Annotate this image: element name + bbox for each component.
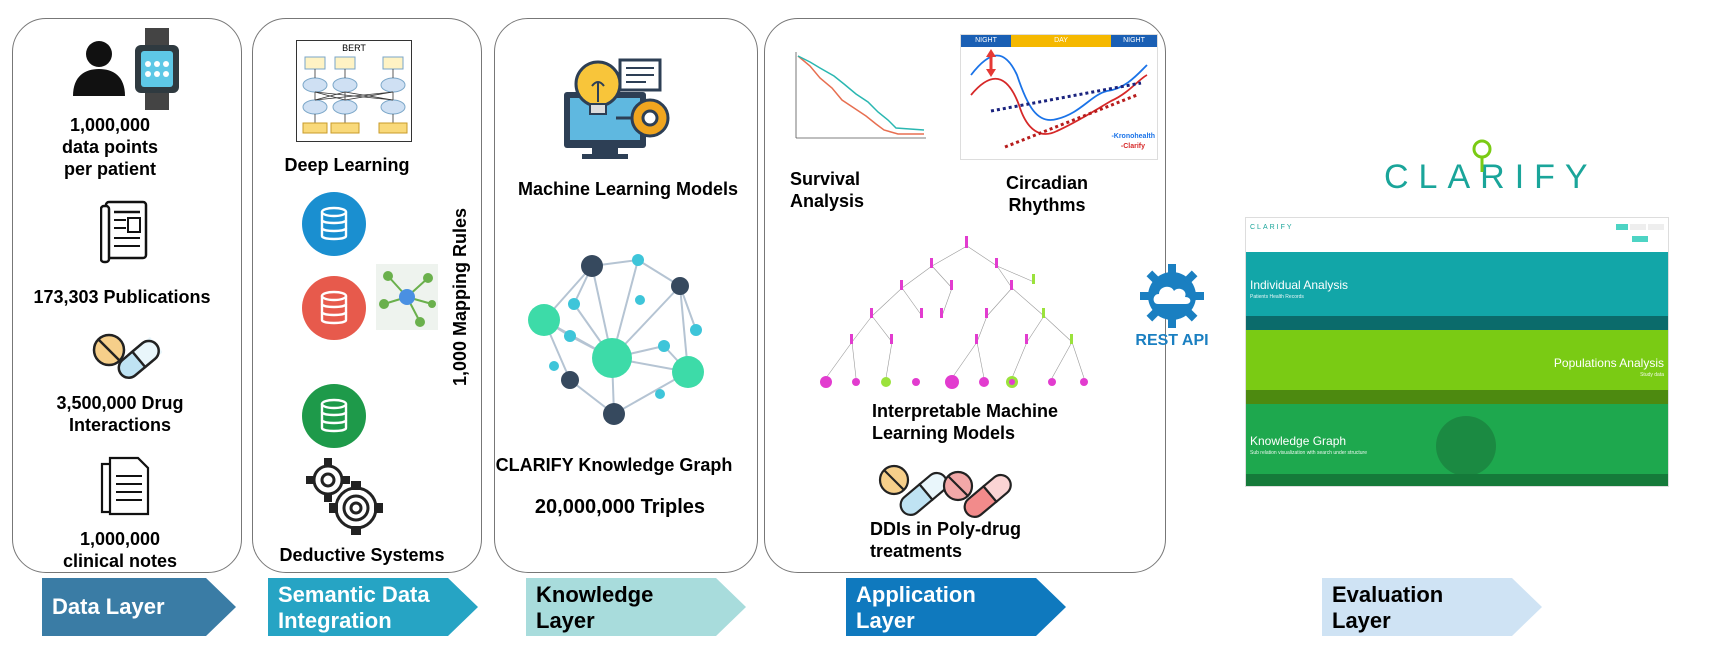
circadian-chart: NIGHT DAY NIGHT -Kronohealth -Clarify: [960, 34, 1158, 160]
individual-analysis-sub: Patients Health Records: [1250, 294, 1304, 300]
ml-models-text: Machine Learning Models: [517, 179, 739, 199]
populations-analysis-sub: Study data: [1640, 372, 1664, 378]
knowledge-graph-icon: [528, 254, 704, 425]
knowledge-graph-title: Knowledge Graph: [1250, 434, 1347, 448]
legend-kronohealth: -Kronohealth: [1111, 133, 1155, 140]
survival-chart: [780, 42, 930, 154]
knowledge-graph-band: Knowledge Graph Sub relation visualizati…: [1246, 404, 1668, 486]
circadian-rhythms-text: Circadian Rhythms: [1006, 173, 1089, 215]
bert-title: BERT: [342, 43, 366, 53]
day-band: DAY: [1011, 35, 1111, 47]
triples-text: 20,000,000 Triples: [534, 496, 706, 518]
legend-clarify: -Clarify: [1120, 143, 1145, 150]
populations-analysis-title: Populations Analysis: [1553, 356, 1664, 370]
decision-tree-chart: [820, 236, 1088, 389]
poly-drug-pills-icon: [878, 464, 1012, 518]
clarify-logo-lens-icon: [1472, 139, 1492, 172]
publications-text: 173,303 Publications: [33, 287, 211, 307]
night-left-band: NIGHT: [961, 35, 1011, 47]
screen-logo: CLARIFY: [1250, 224, 1294, 231]
individual-analysis-title: Individual Analysis: [1250, 278, 1349, 292]
database-blue-icon: [302, 192, 366, 256]
kg-title-text: CLARIFY Knowledge Graph: [495, 455, 733, 475]
survival-analysis-text: Survival Analysis: [790, 169, 865, 211]
clinical-notes-text: 1,000,000 clinical notes: [62, 529, 178, 571]
clinical-notes-icon: [100, 456, 150, 516]
clarify-logo: CLARIFY: [1384, 158, 1598, 196]
data-points-text: 1,000,000 data points per patient: [61, 115, 158, 179]
data-layer-arrow: Data Layer: [42, 578, 236, 636]
publications-icon: [100, 200, 148, 264]
populations-analysis-band: Populations Analysis Study data: [1246, 330, 1668, 404]
mapping-rules-text: 1,000 Mapping Rules: [450, 207, 470, 387]
patient-icon: [73, 41, 125, 96]
ddis-text: DDIs in Poly-drug treatments: [870, 519, 1022, 561]
smartwatch-icon: [135, 28, 179, 110]
ml-models-icon: [564, 58, 670, 159]
individual-analysis-band: Individual Analysis Patients Health Reco…: [1246, 252, 1668, 330]
data-layer-label: Data Layer: [52, 594, 165, 619]
rest-api-text: REST API: [1135, 332, 1209, 349]
pills-icon: [92, 333, 162, 379]
deep-learning-text: Deep Learning: [284, 155, 410, 175]
database-red-icon: [302, 276, 366, 340]
rest-api-cloud-icon: [1140, 264, 1204, 328]
drug-interactions-text: 3,500,000 Drug Interactions: [56, 393, 184, 435]
interpretable-ml-text: Interpretable Machine Learning Models: [872, 401, 1059, 443]
clarify-app-screenshot: CLARIFY Individual Analysis Patients Hea…: [1246, 218, 1668, 486]
knowledge-graph-sub: Sub relation visualization with search u…: [1250, 450, 1368, 456]
night-right-band: NIGHT: [1111, 35, 1157, 47]
graph-network-icon: [376, 264, 438, 330]
deductive-systems-text: Deductive Systems: [279, 545, 445, 565]
database-green-icon: [302, 384, 366, 448]
gears-icon: [306, 458, 383, 535]
bert-diagram: BERT: [296, 40, 412, 142]
